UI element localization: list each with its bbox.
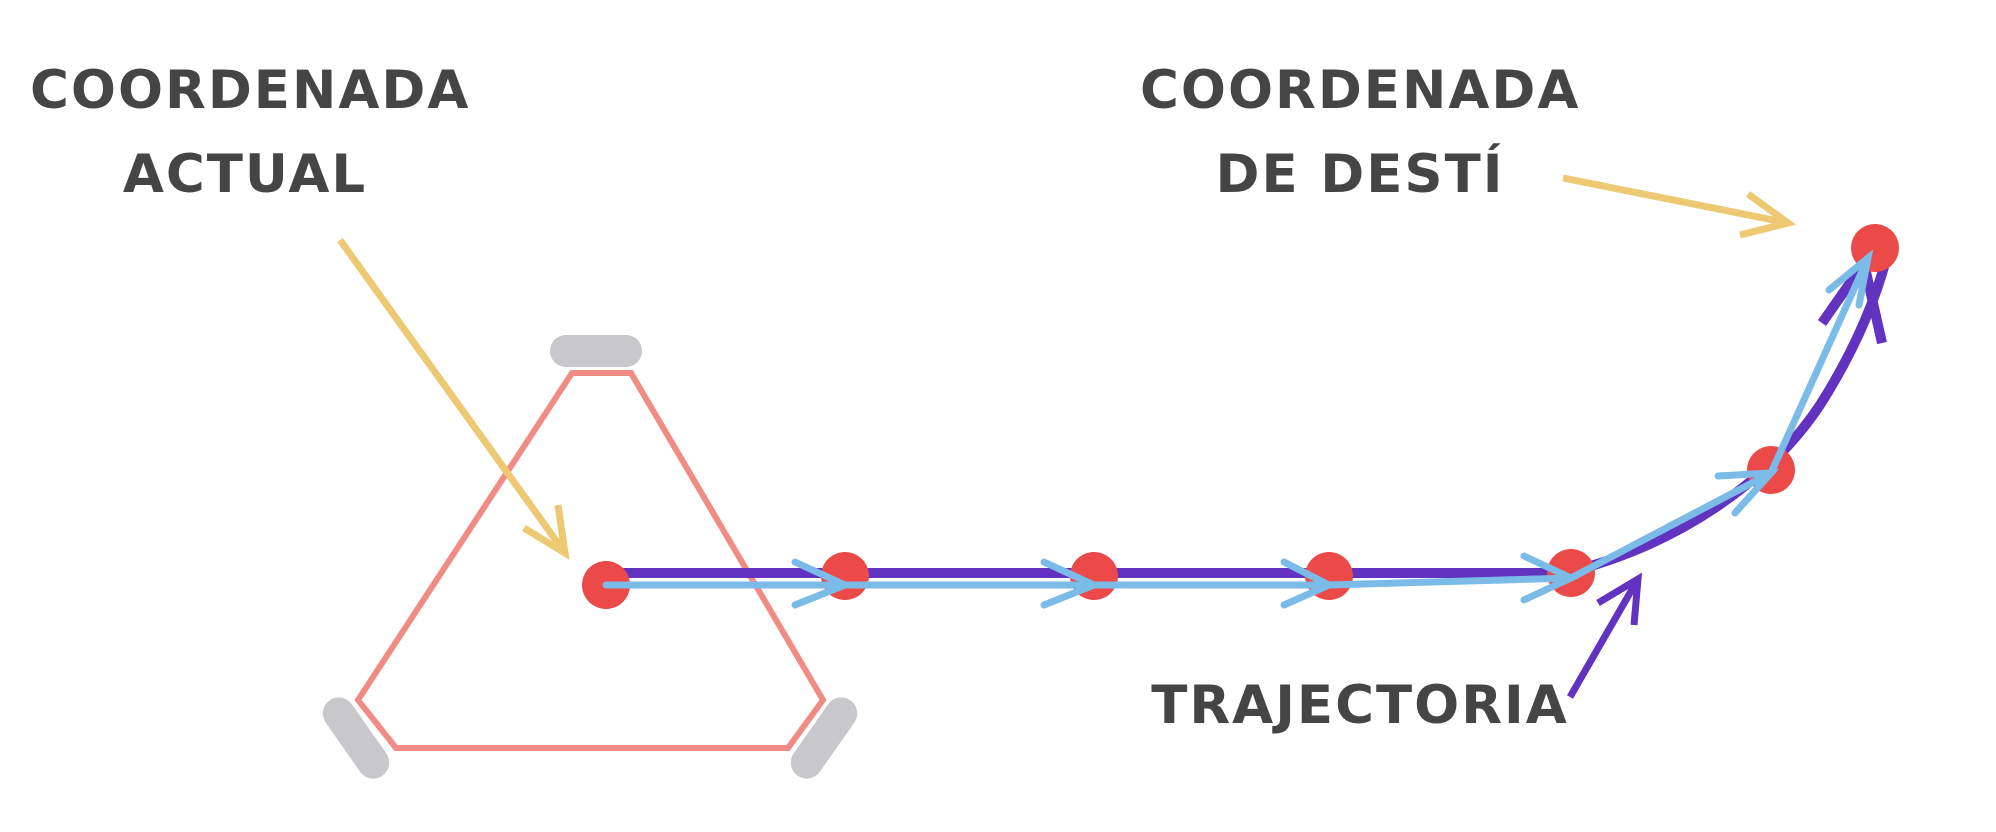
direction-segment: [1325, 574, 1575, 589]
callout-current: [337, 237, 570, 560]
label-target-coordinate: COORDENADA DE DESTÍ: [1140, 49, 1580, 217]
robot-icon: [322, 335, 858, 779]
trajectory-path: [606, 258, 1891, 578]
label-trajectory: TRAJECTORIA: [1151, 675, 1569, 736]
trajectory-line: [606, 258, 1891, 578]
callout-current-arrowhead: [522, 504, 570, 560]
label-current-coordinate: COORDENADA ACTUAL: [30, 49, 471, 217]
label-target-line2: DE DESTÍ: [1215, 144, 1505, 205]
callout-target-arrowhead: [1739, 191, 1797, 239]
direction-arrows: [602, 249, 1874, 609]
direction-chevron: [1825, 249, 1874, 309]
robot-wheel-right: [790, 697, 858, 779]
direction-segment: [1567, 469, 1775, 582]
robot-wheel-left: [322, 697, 390, 779]
robot-wheel-top: [550, 335, 642, 367]
label-target-line1: COORDENADA: [1140, 60, 1581, 121]
robot-frame: [354, 370, 827, 751]
label-current-line1: COORDENADA: [30, 60, 471, 121]
callout-trajectory: [1566, 572, 1643, 699]
callout-target-line: [1562, 174, 1789, 227]
callout-target: [1562, 174, 1797, 239]
label-current-line2: ACTUAL: [122, 144, 368, 205]
callout-trajectory-arrowhead: [1596, 572, 1643, 626]
callout-trajectory-line: [1566, 577, 1642, 699]
waypoints: [582, 224, 1899, 609]
direction-segment: [1767, 254, 1872, 477]
callout-current-line: [337, 237, 568, 556]
